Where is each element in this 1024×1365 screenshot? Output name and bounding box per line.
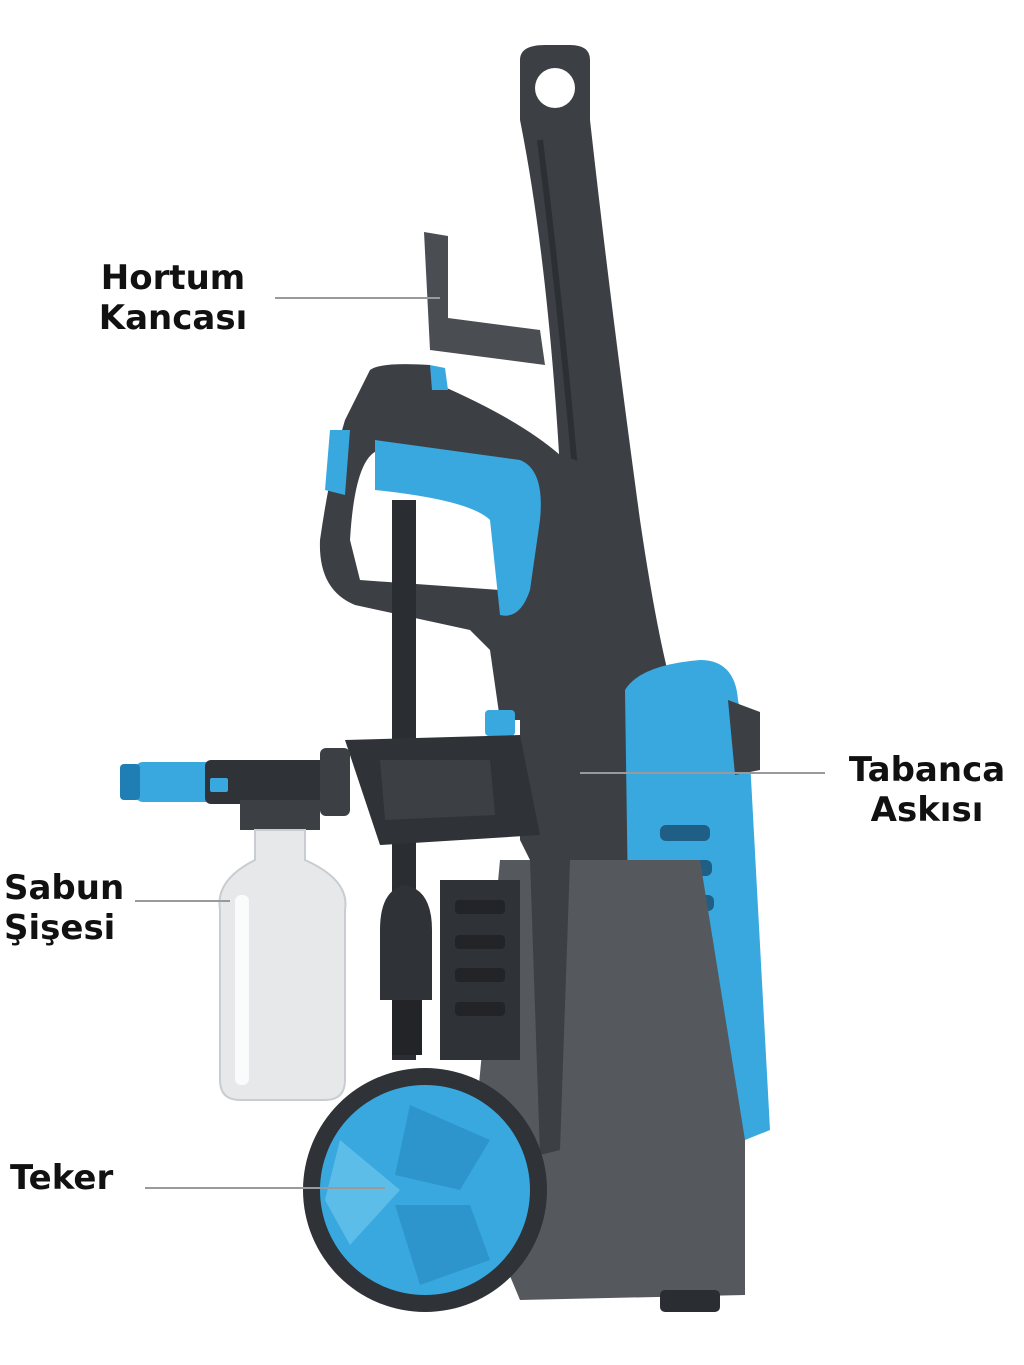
label-hose-hook: Hortum Kancası xyxy=(88,258,258,338)
label-wheel: Teker xyxy=(10,1158,113,1198)
label-wheel-line1: Teker xyxy=(10,1158,114,1198)
leader-gun-holder xyxy=(580,772,825,774)
foot xyxy=(660,1290,720,1312)
leader-soap-bottle xyxy=(135,900,230,902)
soap-bottle xyxy=(218,800,347,1101)
hose-hook xyxy=(424,232,545,365)
label-soap-bottle: Sabun Şişesi xyxy=(4,868,124,948)
leader-wheel xyxy=(145,1187,385,1189)
label-hose-hook-line1: Hortum xyxy=(100,258,246,298)
label-gun-holder: Tabanca Askısı xyxy=(832,750,1022,830)
foam-lance xyxy=(120,748,350,816)
label-gun-holder-line1: Tabanca xyxy=(848,750,1006,790)
label-hose-hook-line2: Kancası xyxy=(98,298,248,338)
leader-hose-hook xyxy=(275,297,440,299)
gun-holder xyxy=(345,735,540,845)
label-gun-holder-line2: Askısı xyxy=(870,790,984,830)
label-soap-bottle-line1: Sabun xyxy=(4,868,125,908)
wheel xyxy=(303,1068,547,1312)
label-soap-bottle-line2: Şişesi xyxy=(4,908,116,948)
